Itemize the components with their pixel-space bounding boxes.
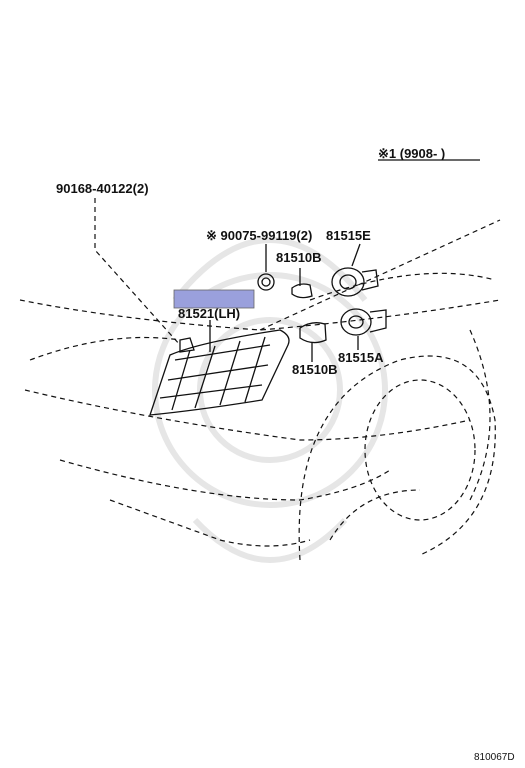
corner-lamp xyxy=(149,329,290,416)
socket-e-part xyxy=(331,267,379,297)
part-label-lamp-lh[interactable]: 81521(LH) xyxy=(178,306,240,321)
part-label-socket-a[interactable]: 81515A xyxy=(338,350,384,365)
part-label-bulb-top[interactable]: 81510B xyxy=(276,250,322,265)
range-note: ※1 (9908- ) xyxy=(378,146,445,161)
car-body-outline xyxy=(19,219,501,561)
part-label-socket-e[interactable]: 81515E xyxy=(326,228,371,243)
bulb-part-top xyxy=(291,283,313,299)
part-label-bulb-bottom[interactable]: 81510B xyxy=(292,362,338,377)
part-label-screw[interactable]: ※ 90075-99119(2) xyxy=(206,228,312,243)
socket-a-part xyxy=(340,308,387,336)
lamp-highlight-box[interactable] xyxy=(173,289,255,309)
bulb-part-bottom xyxy=(299,322,327,344)
diagram-code: 810067D xyxy=(474,752,515,763)
part-label-clip-bolt[interactable]: 90168-40122(2) xyxy=(56,181,149,196)
leader-lines xyxy=(94,159,480,362)
screw-part xyxy=(257,273,275,291)
